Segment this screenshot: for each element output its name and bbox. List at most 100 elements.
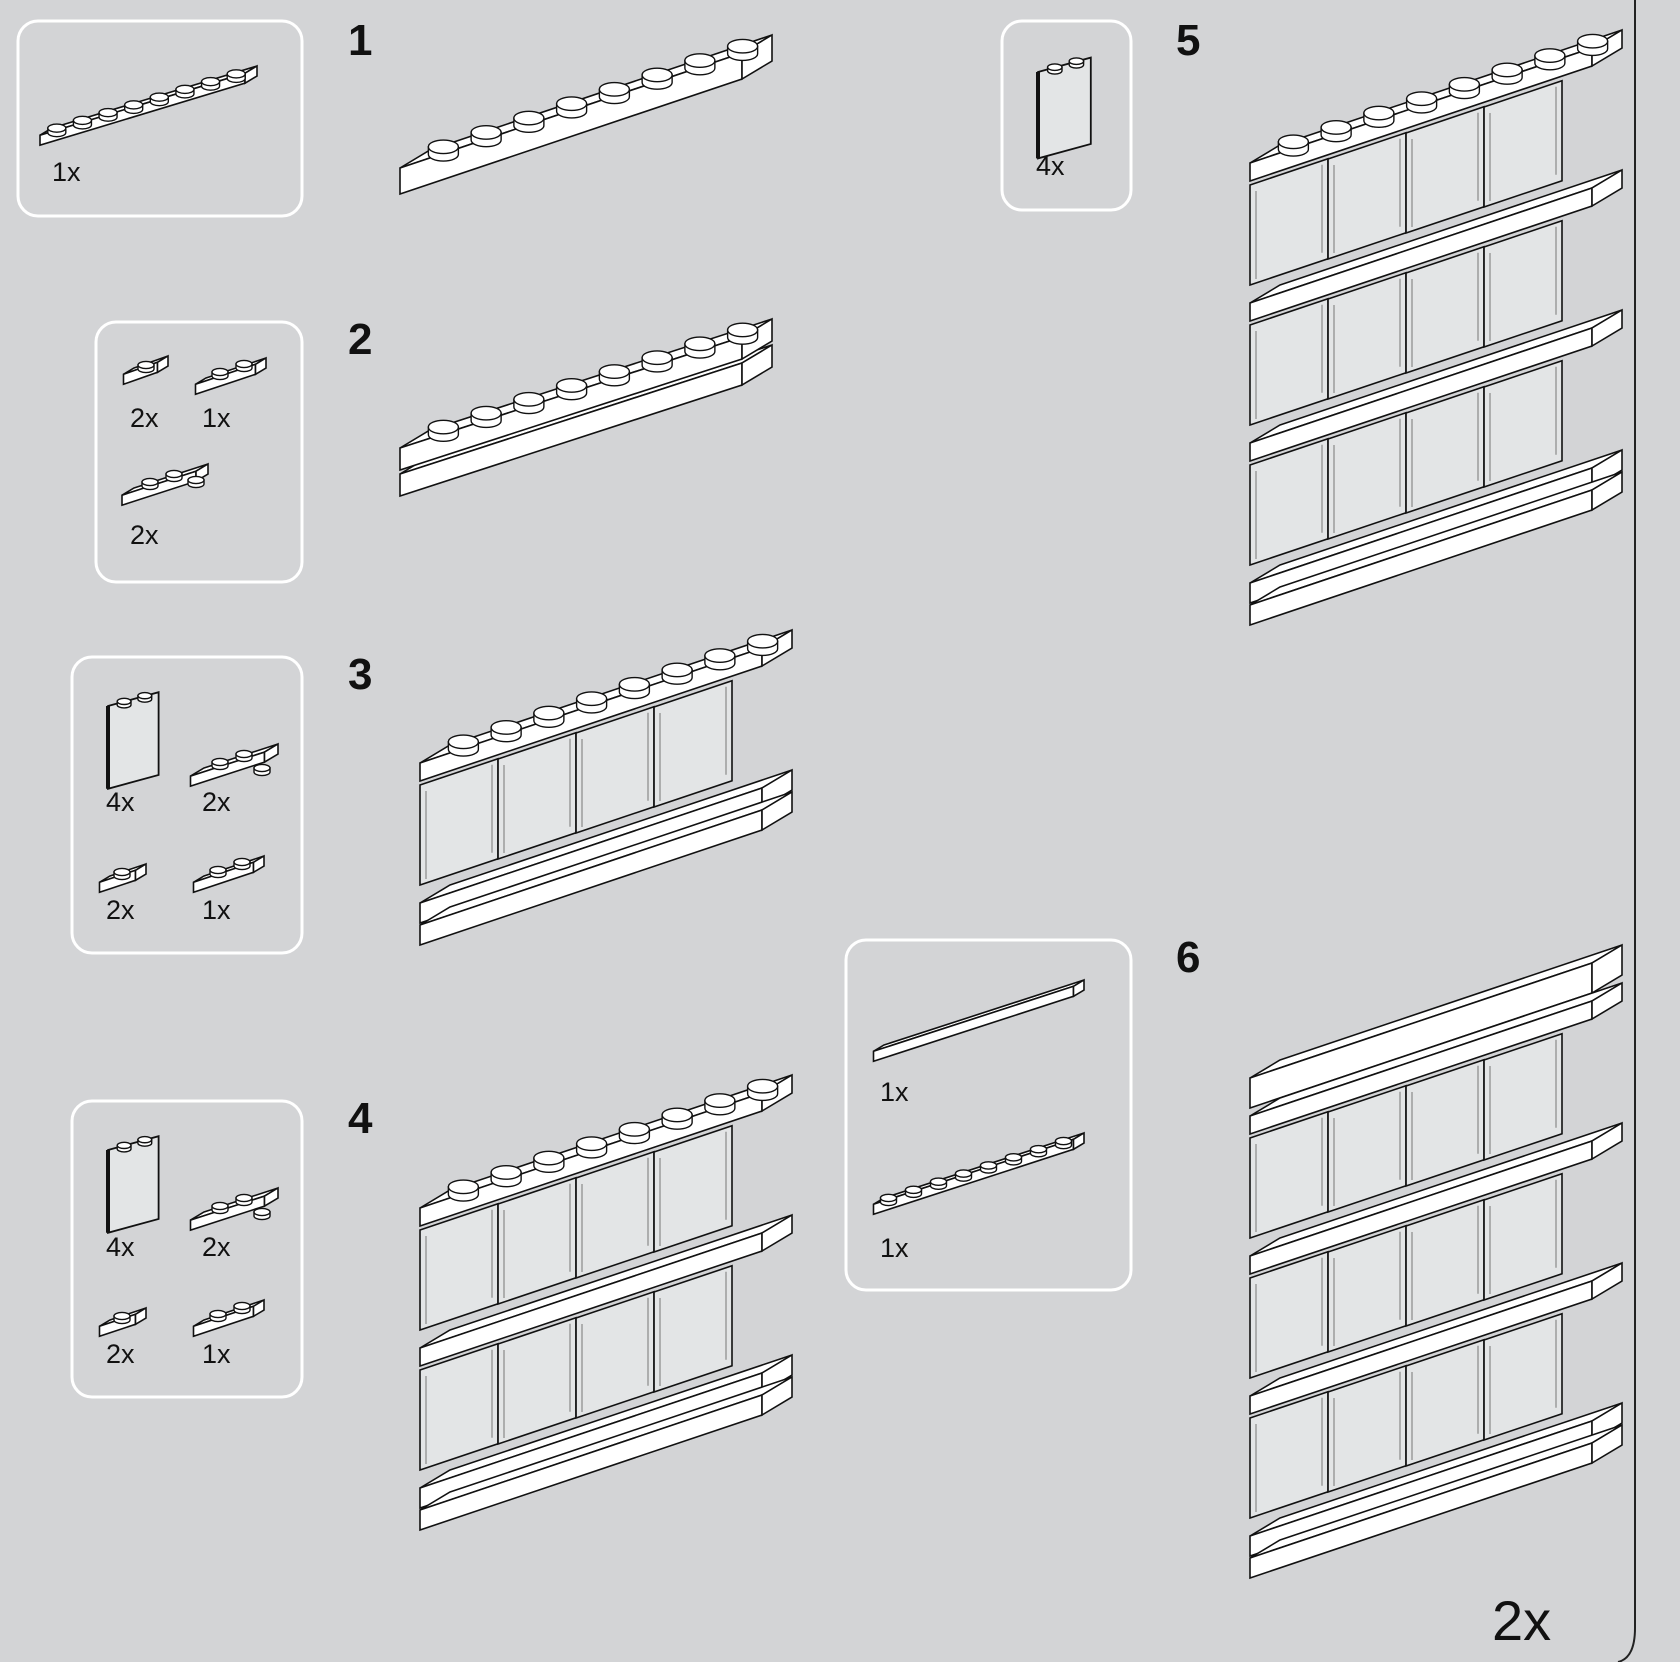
stud-top — [235, 749, 253, 759]
step-number: 5 — [1176, 16, 1200, 65]
stud-top — [661, 662, 693, 678]
step-number: 2 — [348, 315, 372, 364]
window-glass — [1405, 385, 1485, 515]
window-glass — [497, 1316, 577, 1446]
window-frame-icon — [106, 1135, 160, 1234]
window-glass — [497, 1176, 577, 1306]
stud-top — [641, 67, 673, 83]
parts-box-step-2 — [94, 320, 304, 584]
window-glass — [1405, 245, 1485, 375]
stud-top — [929, 1177, 948, 1186]
stud-top — [470, 405, 502, 421]
tier-plate-end — [1591, 1121, 1623, 1161]
stud-top — [113, 867, 131, 877]
stud-top — [427, 139, 460, 155]
stud-top — [447, 734, 480, 750]
stud-top — [187, 475, 205, 485]
frame-glass — [1037, 56, 1092, 160]
step-3-window-wall — [419, 628, 793, 947]
step-1-plate-row — [399, 33, 773, 196]
stud-top — [113, 1311, 131, 1321]
stud-top — [1448, 76, 1481, 92]
stud-top — [200, 76, 221, 87]
window-glass — [1405, 1338, 1485, 1468]
step-4-window-wall — [419, 1073, 793, 1532]
corner-plate-icon — [121, 462, 209, 507]
stud-top — [1054, 1136, 1073, 1146]
stud-top — [726, 38, 759, 54]
stud-top — [1004, 1153, 1023, 1162]
stud-top — [954, 1169, 973, 1178]
window-glass — [575, 705, 655, 835]
stud-top — [641, 350, 673, 366]
drawings-layer — [39, 28, 1623, 1580]
stud-top — [447, 1179, 480, 1195]
icon-plate-end — [1072, 1131, 1085, 1151]
window-glass — [653, 1264, 733, 1394]
window-glass — [1405, 1198, 1485, 1328]
stud-top — [555, 377, 588, 393]
stud-top — [598, 81, 631, 97]
part-quantity: 4x — [106, 787, 135, 817]
stud-top — [209, 865, 227, 875]
stud-top — [141, 477, 159, 487]
parts-box-step-3 — [70, 655, 304, 955]
window-glass — [497, 731, 577, 861]
icon-end — [156, 354, 169, 374]
part-quantity: 1x — [202, 1339, 231, 1369]
step-number: 1 — [348, 16, 372, 65]
stud-top — [1534, 48, 1566, 64]
stud-top — [726, 322, 759, 338]
part-quantity: 1x — [880, 1077, 909, 1107]
stud-top — [513, 391, 545, 407]
window-glass — [1405, 105, 1485, 235]
part-quantity: 2x — [106, 1339, 135, 1369]
plate-1x1-icon — [122, 354, 169, 386]
stud-top — [575, 691, 608, 707]
icon-tile-end — [1072, 978, 1085, 998]
stud-top — [1320, 119, 1352, 135]
stud-top — [575, 1136, 608, 1152]
window-glass — [1483, 79, 1563, 209]
plate-1x8-icon — [872, 1131, 1085, 1216]
plate-1x1-icon — [98, 862, 147, 894]
stud-top — [116, 697, 132, 706]
window-glass — [653, 1124, 733, 1254]
part-quantity: 2x — [202, 787, 231, 817]
stud-top — [979, 1161, 998, 1170]
stud-top — [233, 857, 251, 867]
window-glass — [575, 1290, 655, 1420]
stud-top — [1277, 134, 1310, 150]
icon-tile-front — [872, 985, 1075, 1063]
page-edge — [1617, 0, 1636, 1662]
stud-top — [235, 359, 253, 369]
window-glass — [1483, 1032, 1563, 1162]
stud-top — [211, 757, 229, 767]
step-number: 6 — [1176, 933, 1200, 982]
stud-top — [47, 123, 67, 133]
step-5-window-wall — [1249, 28, 1623, 627]
stud-top — [746, 633, 779, 649]
stud-top — [253, 1207, 271, 1217]
icon-end — [263, 742, 279, 764]
window-glass — [1327, 1084, 1407, 1214]
part-quantity: 1x — [52, 157, 81, 187]
stud-top — [470, 124, 502, 140]
icon-end — [263, 1186, 279, 1208]
step-number: 4 — [348, 1094, 373, 1143]
stud-top — [1046, 63, 1063, 72]
part-quantity: 1x — [202, 403, 231, 433]
window-glass — [1327, 271, 1407, 401]
stud-top — [1363, 105, 1395, 121]
stud-top — [661, 1107, 693, 1123]
tile-1x8-icon — [872, 978, 1085, 1063]
window-glass — [653, 679, 733, 809]
base-plate-end — [761, 790, 793, 832]
part-quantity: 1x — [880, 1233, 909, 1263]
tier-plate-end — [1591, 981, 1623, 1021]
window-glass — [1327, 411, 1407, 541]
window-frame-icon — [1036, 56, 1092, 160]
part-quantity: 2x — [202, 1232, 231, 1262]
stud-top — [137, 360, 155, 370]
stud-top — [149, 92, 170, 102]
